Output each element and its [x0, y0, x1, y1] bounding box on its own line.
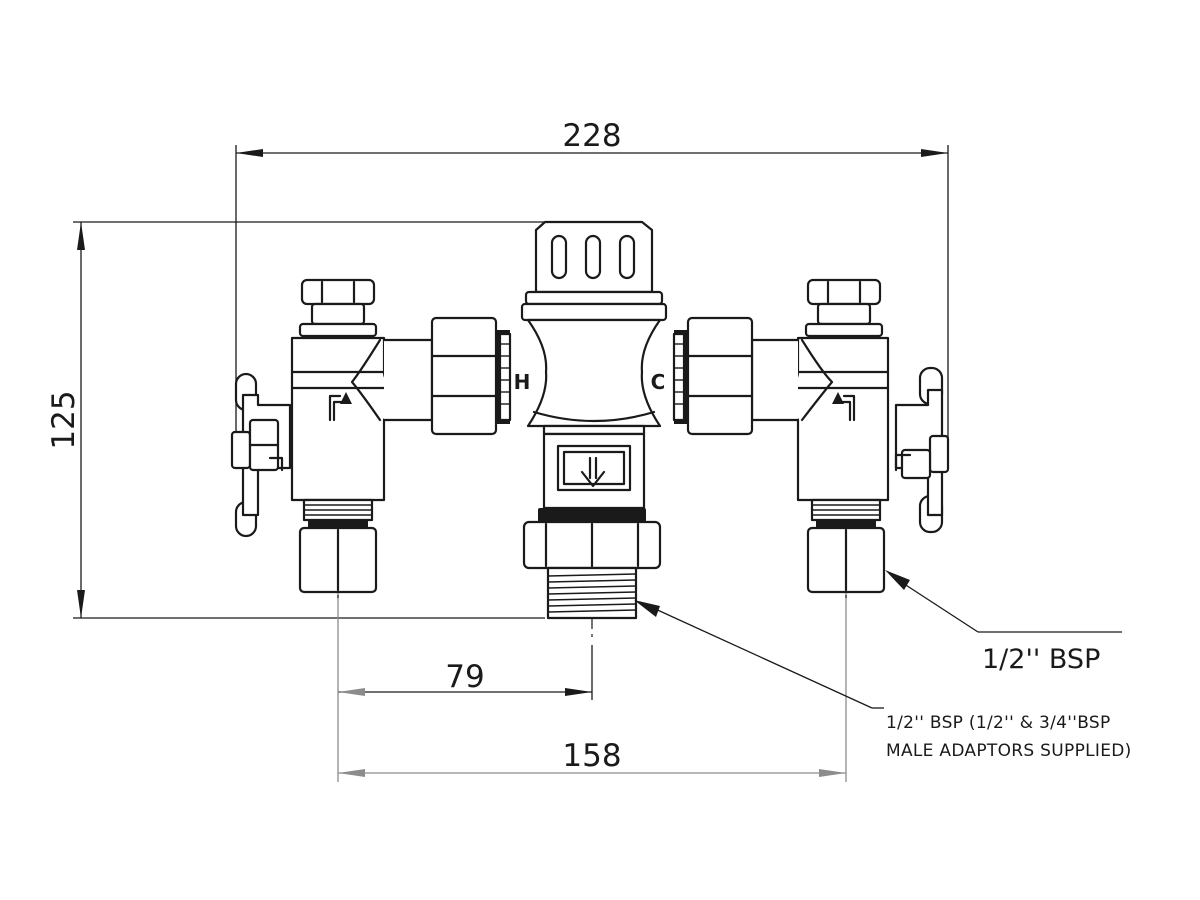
cold-coupling: [672, 316, 754, 436]
labels: 228 125 79 158 1/2'' BSP 1/2'' BSP (1/2'…: [46, 118, 1132, 774]
dim-center-offset: 79: [445, 659, 484, 695]
dim-arrow: [819, 769, 846, 777]
dim-arrow: [921, 149, 948, 157]
outlet-thread-callout-line1: 1/2'' BSP (1/2'' & 3/4''BSP: [886, 713, 1111, 733]
left-isolation-valve: [230, 278, 434, 594]
dimension-lines: [73, 145, 949, 782]
cold-marker: C: [651, 370, 666, 394]
inlet-thread-callout: 1/2'' BSP: [982, 644, 1100, 675]
dim-arrow: [338, 769, 365, 777]
right-isolation-valve: [750, 278, 950, 594]
dim-overall-height: 125: [46, 390, 82, 449]
dim-arrow: [565, 688, 592, 696]
dim-arrow: [77, 222, 85, 250]
mixing-valve-body: H C: [514, 220, 668, 620]
dim-arrow: [236, 149, 263, 157]
hot-inlet-arrow-icon: [328, 392, 352, 422]
leader-arrow: [634, 600, 660, 617]
dim-inlet-spacing: 158: [562, 738, 621, 774]
leader-lines: [634, 570, 1122, 709]
dim-overall-width: 228: [562, 118, 621, 154]
hot-marker: H: [514, 370, 531, 394]
hot-coupling: [430, 316, 512, 436]
dim-arrow: [338, 688, 365, 696]
flow-down-arrow-icon: [580, 456, 606, 488]
cold-inlet-arrow-icon: [832, 392, 856, 422]
leader-arrow: [885, 570, 910, 590]
dim-arrow: [77, 590, 85, 618]
outlet-thread-callout-line2: MALE ADAPTORS SUPPLIED): [886, 741, 1132, 761]
